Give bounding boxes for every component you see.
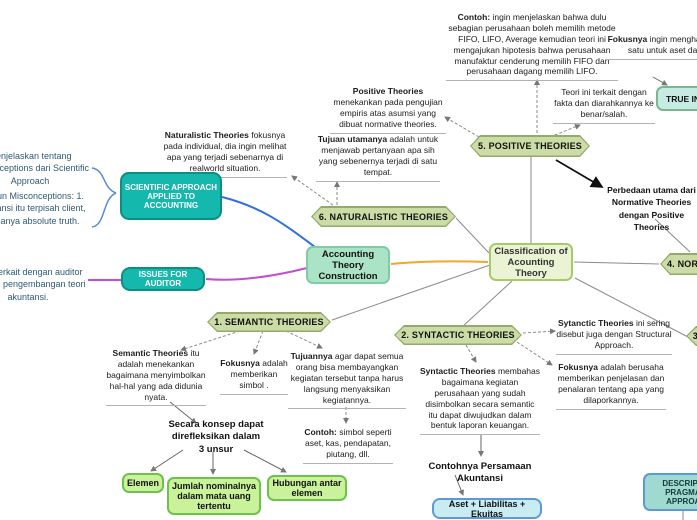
- note-lead: Naturalistic Theories: [164, 130, 252, 140]
- note-rest: membahas bagaimana kegiatan perusahaan y…: [425, 366, 541, 431]
- classification-hub-edges: [331, 157, 691, 520]
- note-rest: menekankan pada pengujian empiris atas a…: [333, 96, 443, 129]
- detail-arrows: [150, 76, 668, 496]
- note-lead: Syntactic Theories: [420, 366, 498, 376]
- node-classification[interactable]: Classification of Acounting Theory: [489, 243, 573, 281]
- node-scientific-approach[interactable]: SCIENTIFIC APPROACH APPLIED TO ACCOUNTIN…: [120, 172, 222, 220]
- note-naturalistic[interactable]: Naturalistic Theories fokusnya pada indi…: [163, 130, 287, 178]
- badge-label: 6. NATURALISTIC THEORIES: [313, 208, 455, 226]
- note-lead: Fokusnya: [607, 34, 650, 44]
- node-label: Classification of Acounting Theory: [494, 245, 568, 279]
- note-contoh-persamaan[interactable]: Contohnya Persamaan Akuntansi: [405, 461, 555, 486]
- note-lead: Sytanctic Theories: [558, 318, 636, 328]
- badge-naturalistic-theories[interactable]: 6. NATURALISTIC THEORIES: [311, 206, 456, 227]
- note-tujuan-utama[interactable]: Tujuan utamanya adalah untuk menjawab pe…: [316, 134, 440, 182]
- note-rest: fokusnya pada individual, dia ingin meli…: [163, 130, 287, 173]
- badge-pragmatic-theories[interactable]: 3. PRAGMATIC THEORIES: [686, 326, 697, 346]
- badge-label: 1. SEMANTIC THEORIES: [209, 314, 330, 331]
- note-rest: itu adalah menekankan bagaimana menyimbo…: [106, 348, 206, 402]
- brace-misconceptions: [91, 167, 117, 228]
- note-rest: Contohnya Persamaan Akuntansi: [428, 461, 532, 485]
- note-rest: ini sering disebut juga dengan Structura…: [556, 318, 672, 350]
- note-rest: agar dapat semua orang bisa membayangkan…: [290, 351, 404, 405]
- note-rest: adalah untuk menjawab pertanyaan apa sih…: [318, 134, 439, 177]
- note-auditor[interactable]: yang terkait dengan auditor dengan penge…: [0, 266, 88, 303]
- note-rest: yang terkait dengan auditor dengan penge…: [0, 267, 86, 302]
- note-structural-approach[interactable]: Sytanctic Theories ini sering disebut ju…: [556, 318, 672, 355]
- note-rest: adalah berusaha memberikan penjelasan da…: [557, 362, 665, 405]
- note-rest: ingin menghasilkan satu untuk aset dan: [627, 34, 697, 55]
- note-positive-theories[interactable]: Positive Theories menekankan pada penguj…: [330, 86, 446, 134]
- note-teori-fakta[interactable]: Teori ini terkait dengan fakta dan diara…: [553, 87, 655, 124]
- edge-auditor-to-atc: [88, 267, 308, 281]
- node-label: ISSUES FOR AUDITOR: [138, 270, 188, 288]
- node-label: Hubungan antar elemen: [272, 478, 342, 498]
- note-tujuan-simbol[interactable]: Tujuannya agar dapat semua orang bisa me…: [288, 351, 406, 410]
- badge-positive-theories[interactable]: 5. POSITIVE THEORIES: [470, 135, 590, 157]
- note-contoh-simbol[interactable]: Contoh: simbol seperti aset, kas, pendap…: [303, 427, 393, 464]
- note-semantic[interactable]: Semantic Theories itu adalah menekankan …: [106, 348, 206, 407]
- note-lead: Semantic Theories: [112, 348, 191, 358]
- badge-syntactic-theories[interactable]: 2. SYNTACTIC THEORIES: [394, 325, 522, 345]
- note-syntactic[interactable]: Syntactic Theories membahas bagaimana ke…: [420, 366, 541, 436]
- node-label: Jumlah nominalnya dalam mata uang terten…: [171, 481, 257, 511]
- edge-positive-to-perbedaan: [555, 159, 604, 188]
- note-fokus-aset[interactable]: Fokusnya ingin menghasilkan satu untuk a…: [606, 34, 697, 60]
- node-label: Aset + Liabilitas + Ekuitas: [448, 498, 526, 519]
- note-misconception-list[interactable]: Adapun Misconceptions: 1. akuntansi itu …: [0, 190, 90, 227]
- note-rest: Menjelaskan tentang Misconceptions dari …: [0, 151, 90, 186]
- note-rest: ingin menjelaskan bahwa dulu sebagian pe…: [448, 12, 616, 77]
- node-label: SCIENTIFIC APPROACH APPLIED TO ACCOUNTIN…: [124, 182, 218, 210]
- node-true-income[interactable]: TRUE INCOME: [656, 86, 697, 111]
- note-lead: Positive Theories: [352, 86, 424, 96]
- note-fokus-simbol[interactable]: Fokusnya adalah memberikan simbol .: [220, 358, 288, 395]
- edge-scientific-to-atc: [221, 196, 316, 248]
- note-fokus-penjelasan[interactable]: Fokusnya adalah berusaha memberikan penj…: [556, 362, 666, 410]
- note-misconception-title[interactable]: Menjelaskan tentang Misconceptions dari …: [0, 150, 90, 187]
- note-rest: Adapun Misconceptions: 1. akuntansi itu …: [0, 191, 86, 226]
- note-rest: Perbedaan utama dari Normative Theories …: [607, 185, 696, 233]
- note-lead: Contoh:: [457, 12, 493, 22]
- note-lead: Contoh:: [304, 427, 340, 437]
- node-label: Elemen: [126, 478, 159, 488]
- node-jumlah-nominal[interactable]: Jumlah nominalnya dalam mata uang terten…: [167, 477, 261, 515]
- node-persamaan-akuntansi[interactable]: Aset + Liabilitas + Ekuitas: [432, 498, 542, 519]
- note-lead: Fokusnya: [558, 362, 601, 372]
- badge-normative-theories[interactable]: 4. NORMATIVE THEORIES: [660, 253, 697, 275]
- note-lead: Tujuan utamanya: [317, 134, 390, 144]
- node-label: DESCRIPTIVE PRAGMATIC APPROACH: [662, 478, 697, 506]
- badge-label: 3. PRAGMATIC THEORIES: [688, 328, 697, 345]
- note-lead: Fokusnya: [220, 358, 263, 368]
- node-hubungan-elemen[interactable]: Hubungan antar elemen: [267, 475, 347, 501]
- badge-label: 4. NORMATIVE THEORIES: [662, 255, 697, 274]
- note-rest: Secara konsep dapat direfleksikan dalam …: [168, 419, 264, 455]
- note-rest: Teori ini terkait dengan fakta dan diara…: [554, 87, 654, 119]
- node-elemen[interactable]: Elemen: [122, 473, 164, 493]
- note-konsep-3unsur[interactable]: Secara konsep dapat direfleksikan dalam …: [168, 419, 264, 456]
- note-rest: simbol seperti aset, kas, pendapatan, pi…: [304, 427, 392, 459]
- node-label: TRUE INCOME: [666, 93, 697, 104]
- node-accounting-theory-construction[interactable]: Accounting Theory Construction: [306, 246, 390, 284]
- note-contoh-fifo[interactable]: Contoh: ingin menjelaskan bahwa dulu seb…: [446, 12, 618, 82]
- badge-semantic-theories[interactable]: 1. SEMANTIC THEORIES: [207, 312, 331, 332]
- note-perbedaan[interactable]: Perbedaan utama dari Normative Theories …: [604, 185, 697, 234]
- node-descriptive-pragmatic[interactable]: DESCRIPTIVE PRAGMATIC APPROACH: [643, 473, 697, 511]
- note-lead: Tujuannya: [290, 351, 335, 361]
- node-issues-for-auditor[interactable]: ISSUES FOR AUDITOR: [121, 267, 205, 291]
- note-rest: adalah memberikan simbol .: [230, 358, 288, 390]
- badge-label: 5. POSITIVE THEORIES: [472, 137, 589, 156]
- badge-label: 2. SYNTACTIC THEORIES: [396, 327, 521, 344]
- edge-atc-to-classification: [390, 260, 489, 265]
- node-label: Accounting Theory Construction: [318, 248, 378, 282]
